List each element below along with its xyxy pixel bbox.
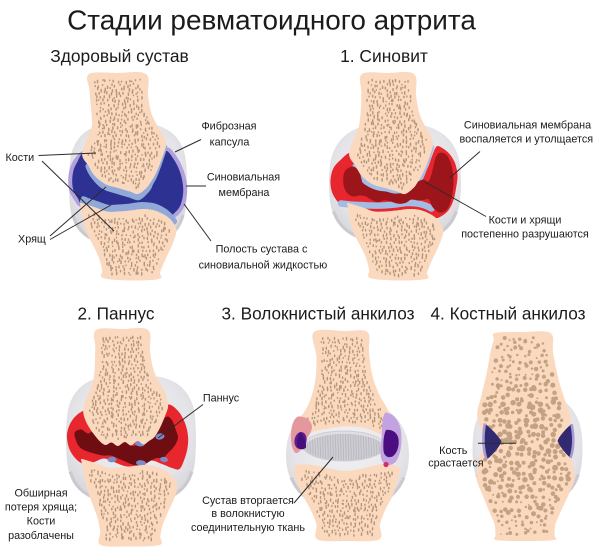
svg-text:Кости: Кости [27, 516, 56, 528]
svg-text:Здоровый сустав: Здоровый сустав [50, 46, 189, 66]
svg-text:Паннус: Паннус [203, 393, 240, 405]
svg-text:соединительную ткань: соединительную ткань [191, 522, 305, 534]
svg-text:Обширная: Обширная [14, 487, 67, 499]
svg-text:постепенно разрушаются: постепенно разрушаются [461, 228, 589, 240]
svg-text:1. Синовит: 1. Синовит [340, 46, 428, 66]
svg-text:Кости: Кости [6, 152, 35, 164]
svg-text:Кости и хрящи: Кости и хрящи [489, 214, 562, 226]
svg-text:Фиброзная: Фиброзная [201, 121, 256, 133]
svg-text:капсула: капсула [210, 137, 250, 149]
svg-text:синовиальной жидкостью: синовиальной жидкостью [199, 259, 328, 271]
svg-text:Стадии ревматоидного артрита: Стадии ревматоидного артрита [67, 5, 476, 36]
svg-text:срастается: срастается [428, 458, 484, 470]
svg-text:разоблачены: разоблачены [8, 530, 74, 542]
svg-text:Полость сустава с: Полость сустава с [216, 244, 308, 256]
svg-text:в волокнистую: в волокнистую [211, 508, 284, 520]
svg-text:воспаляется и утолщается: воспаляется и утолщается [459, 133, 593, 145]
svg-text:Синовиальная мембрана: Синовиальная мембрана [464, 119, 591, 131]
svg-text:4. Костный анкилоз: 4. Костный анкилоз [430, 304, 585, 324]
svg-text:Хрящ: Хрящ [18, 234, 46, 246]
svg-text:2. Паннус: 2. Паннус [78, 304, 155, 324]
svg-text:Сустав вторгается: Сустав вторгается [202, 495, 294, 507]
svg-text:3. Волокнистый анкилоз: 3. Волокнистый анкилоз [222, 304, 415, 324]
svg-text:мембрана: мембрана [219, 187, 270, 199]
svg-text:потеря хряща;: потеря хряща; [5, 502, 77, 514]
svg-text:Синовиальная: Синовиальная [207, 171, 280, 183]
svg-text:Кость: Кость [439, 445, 468, 457]
